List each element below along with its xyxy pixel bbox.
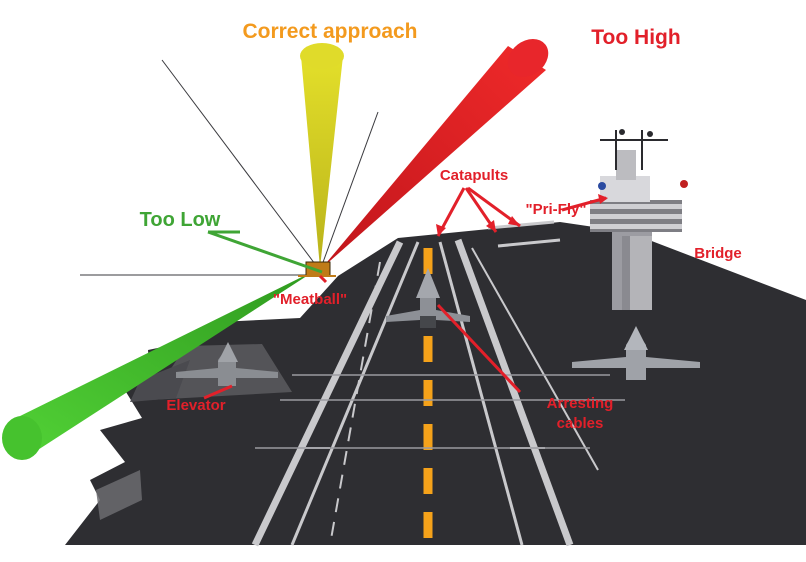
aircraft-right bbox=[572, 326, 700, 380]
label-meatball: "Meatball" bbox=[273, 291, 347, 308]
island-bridge bbox=[590, 129, 688, 310]
label-too-low: Too Low bbox=[140, 209, 221, 231]
arresting-cables bbox=[255, 374, 625, 449]
label-catapults: Catapults bbox=[440, 167, 508, 184]
aircraft-elevator bbox=[176, 342, 278, 386]
guide-lines bbox=[80, 59, 379, 276]
beam-too-high bbox=[322, 38, 549, 268]
label-cables: cables bbox=[557, 415, 604, 432]
label-bridge: Bridge bbox=[694, 245, 742, 262]
label-correct-approach: Correct approach bbox=[242, 20, 417, 43]
label-elevator: Elevator bbox=[166, 397, 225, 414]
beam-correct bbox=[300, 43, 344, 268]
deck-edge-shade bbox=[96, 470, 142, 520]
beam-too-low bbox=[2, 270, 316, 460]
flight-deck bbox=[65, 222, 806, 545]
arrowheads bbox=[436, 194, 608, 236]
label-too-high: Too High bbox=[591, 26, 680, 49]
sponson bbox=[130, 360, 190, 402]
aircraft-center bbox=[386, 268, 470, 328]
label-prifly: "Pri-Fly" bbox=[526, 201, 587, 218]
label-arresting: Arresting bbox=[547, 395, 614, 412]
meatball-lens bbox=[298, 261, 336, 277]
